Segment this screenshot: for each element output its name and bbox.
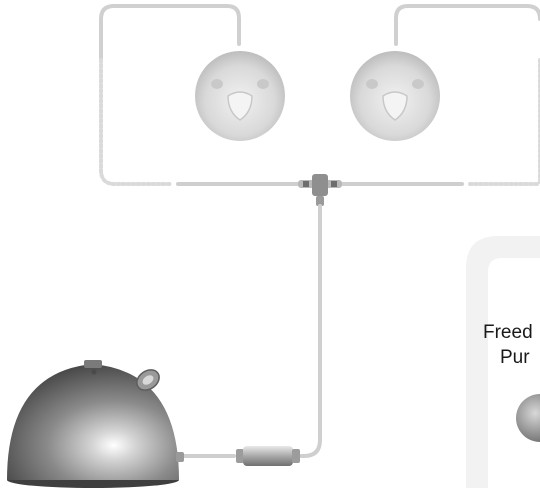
panel-subtitle-text: Pur — [500, 347, 530, 368]
pump-motor-unit — [7, 360, 184, 488]
breast-shield-right — [350, 51, 440, 141]
pump-port-icon — [136, 369, 160, 391]
panel-title-text: Freed — [483, 322, 533, 343]
breast-shield-left — [195, 51, 285, 141]
y-connector — [298, 174, 342, 206]
right-shield-tubing — [338, 4, 540, 186]
pump-thumbnail-icon — [516, 394, 540, 442]
info-panel — [466, 236, 540, 488]
main-tubing — [178, 204, 322, 458]
inline-filter — [236, 446, 300, 466]
left-shield-tubing — [99, 4, 302, 186]
